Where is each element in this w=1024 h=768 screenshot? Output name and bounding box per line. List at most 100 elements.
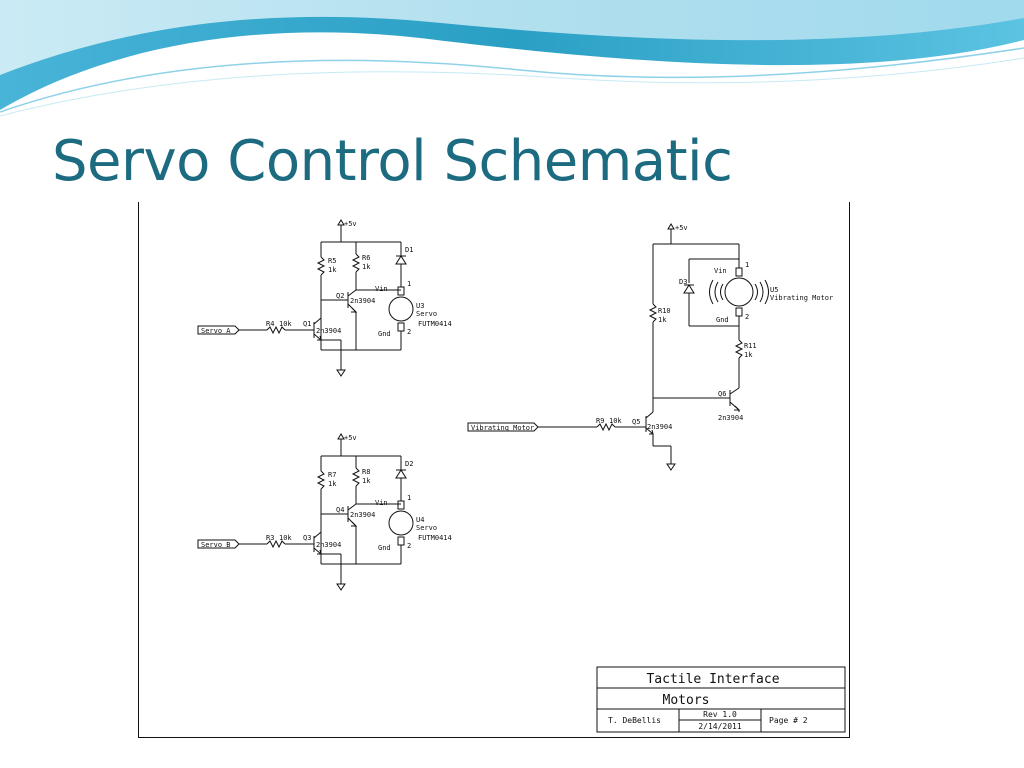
page-number: Page # 2 [769,716,808,725]
q-drive-ref: Q6 [718,390,726,398]
q-drive-ref: Q2 [336,292,344,300]
ground-icon [336,583,346,591]
r-base-value: 10k [609,417,622,425]
input-label: Servo B [201,541,231,549]
vibrating-motor-symbol [724,277,754,307]
servo-name: Servo [416,524,437,532]
q-drive-part: 2n3904 [718,414,743,422]
r-base-value: 10k [279,534,292,542]
supply-label: +5v [344,220,357,228]
servo-motor-symbol [388,296,414,322]
motor-pin1: 1 [745,261,749,269]
diode-ref: D2 [405,460,413,468]
q-drive-part: 2n3904 [350,511,375,519]
input-port-servo-a [197,325,240,335]
r-pull1-value: 1k [328,266,337,274]
motor-name: Vibrating Motor [770,294,833,302]
servo-ref: U4 [416,516,424,524]
supply-arrow-icon [667,223,675,230]
motor-terminal [735,267,743,277]
r-pull2-value: 1k [362,263,371,271]
resistor-symbol [266,539,286,549]
diode-symbol [683,284,695,294]
r-base-value: 10k [279,320,292,328]
motor-pin2: 2 [745,313,749,321]
title-block: Tactile Interface Motors T. DeBellis Rev… [596,666,846,733]
servo-gnd-label: Gnd [378,544,391,552]
q-drive-ref: Q4 [336,506,344,514]
input-label: Vibrating Motor [471,424,534,432]
ground-icon [666,463,676,471]
r-pull2-ref: R11 [744,342,757,350]
schematic-diagram: +5v R5 1k R6 1k D1 Q2 2n3904 [138,202,850,738]
resistor-symbol [351,253,361,273]
resistor-symbol [596,422,616,432]
author: T. DeBellis [608,716,661,725]
servo-vin-label: Vin [375,499,388,507]
supply-label: +5v [675,224,688,232]
r-pull2-ref: R8 [362,468,370,476]
header-wave-decoration [0,0,1024,117]
r-base-ref: R9 [596,417,604,425]
servo-pin1: 1 [407,280,411,288]
input-port-vibrating-motor [467,422,539,432]
servo-a-circuit: +5v R5 1k R6 1k D1 Q2 2n3904 [197,219,452,377]
q-input-part: 2n3904 [316,541,341,549]
r-base-ref: R3 [266,534,274,542]
motor-gnd-label: Gnd [716,316,729,324]
diode-ref: D3 [679,278,687,286]
resistor-symbol [316,470,326,490]
servo-part: FUTM0414 [418,534,452,542]
project-name: Tactile Interface [646,672,779,687]
motor-terminal [397,286,405,296]
resistor-symbol [266,325,286,335]
resistor-symbol [734,339,744,359]
servo-pin2: 2 [407,542,411,550]
emitter-arrow-icon [351,307,358,313]
motor-ref: U5 [770,286,778,294]
servo-ref: U3 [416,302,424,310]
diode-symbol [395,255,407,265]
date: 2/14/2011 [698,722,742,731]
input-label: Servo A [201,327,231,335]
servo-part: FUTM0414 [418,320,452,328]
input-port-servo-b [197,539,240,549]
r-pull1-ref: R5 [328,257,336,265]
emitter-arrow-icon [351,521,358,527]
vibrating-motor-circuit: +5v R10 1k D3 Vin 1 Gnd 2 U5 Vibrating M… [467,223,833,471]
servo-motor-symbol [388,510,414,536]
q-input-part: 2n3904 [316,327,341,335]
r-pull2-value: 1k [362,477,371,485]
servo-pin2: 2 [407,328,411,336]
motor-terminal [397,536,405,546]
r-pull2-ref: R6 [362,254,370,262]
servo-vin-label: Vin [375,285,388,293]
servo-b-circuit: +5v R7 1k R8 1k D2 Q4 2n3904 [197,433,452,591]
motor-terminal [397,322,405,332]
motor-vin-label: Vin [714,267,727,275]
sheet-title: Motors [663,693,710,708]
r-pull2-value: 1k [744,351,753,359]
servo-name: Servo [416,310,437,318]
r-pull1-ref: R7 [328,471,336,479]
q-input-part: 2n3904 [647,423,672,431]
vibration-right-icon [754,279,769,305]
diode-ref: D1 [405,246,413,254]
r-pull1-ref: R10 [658,307,671,315]
sheet-border [138,202,850,738]
vibration-left-icon [709,279,724,305]
supply-label: +5v [344,434,357,442]
ground-icon [336,369,346,377]
motor-terminal [397,500,405,510]
servo-pin1: 1 [407,494,411,502]
r-base-ref: R4 [266,320,274,328]
q-input-ref: Q1 [303,320,311,328]
servo-gnd-label: Gnd [378,330,391,338]
motor-terminal [735,307,743,317]
resistor-symbol [316,256,326,276]
q-drive-part: 2n3904 [350,297,375,305]
r-pull1-value: 1k [658,316,667,324]
q-input-ref: Q3 [303,534,311,542]
revision: Rev 1.0 [703,710,737,719]
slide-title: Servo Control Schematic [52,129,733,194]
